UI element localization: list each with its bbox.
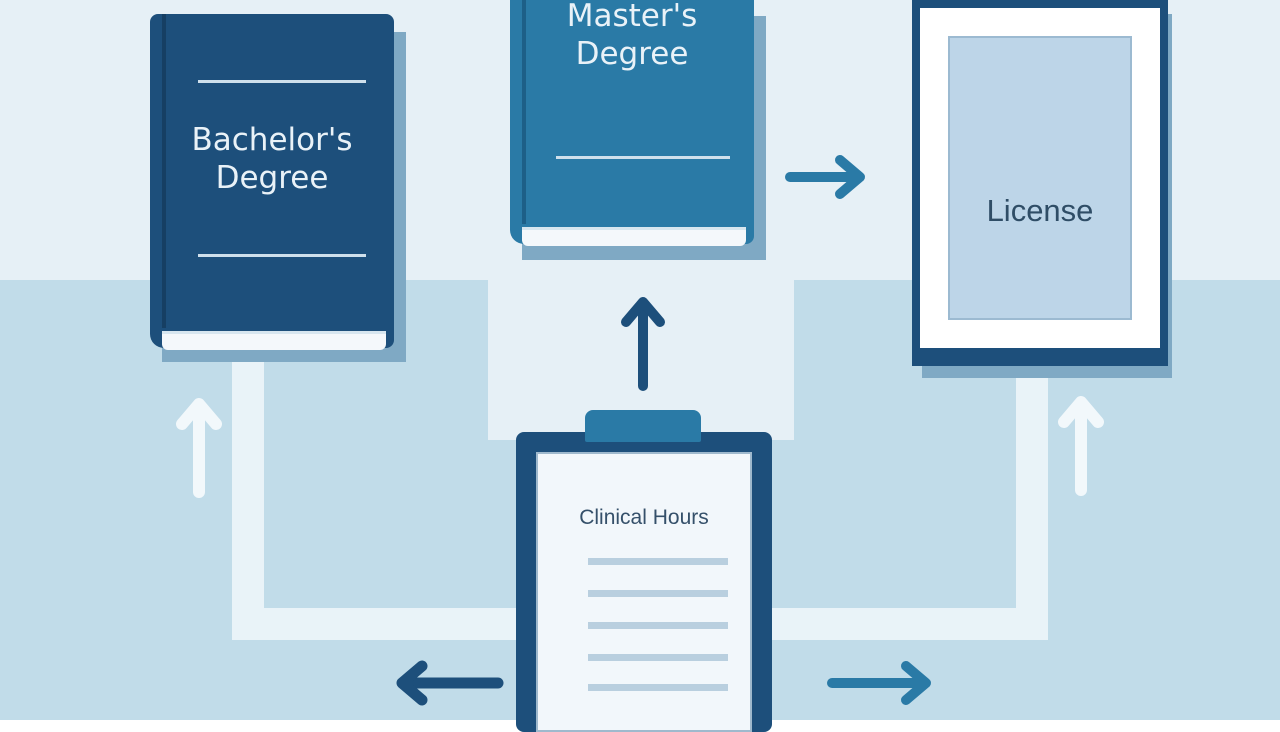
masters-book-spine xyxy=(522,0,526,224)
bachelors-degree-label: Bachelor's Degree xyxy=(150,122,394,198)
clipboard-icon: Clinical Hours xyxy=(516,432,772,732)
clipboard-text-line xyxy=(588,622,728,629)
clipboard-clip xyxy=(585,410,701,442)
clipboard-text-line xyxy=(588,590,728,597)
arrow-icon-left-bottom xyxy=(396,660,504,706)
connector-bottom-left xyxy=(232,608,532,640)
arrow-icon-right-bottom xyxy=(827,661,931,705)
masters-label-line1: Master's xyxy=(566,0,698,34)
masters-bottom-rule xyxy=(556,156,730,159)
connector-right-vertical xyxy=(1016,366,1048,640)
arrow-icon-right-top xyxy=(785,155,865,199)
clinical-hours-label: Clinical Hours xyxy=(579,506,709,529)
arrow-icon-up-center xyxy=(621,297,665,391)
masters-book-icon: Master's Degree xyxy=(510,0,754,246)
connector-left-vertical xyxy=(232,360,264,640)
connector-bottom-right xyxy=(772,608,1048,640)
bachelors-book-pages xyxy=(162,331,386,350)
clipboard-text-line xyxy=(588,654,728,661)
bachelors-top-rule xyxy=(198,80,366,83)
arrow-icon-up-right xyxy=(1058,396,1104,496)
masters-book-pages xyxy=(522,227,746,246)
bachelors-label-line2: Degree xyxy=(215,159,329,196)
clipboard-text-line xyxy=(588,684,728,691)
clipboard-text-line xyxy=(588,558,728,565)
license-inner-mat: License xyxy=(920,8,1160,348)
clipboard-paper: Clinical Hours xyxy=(536,452,752,732)
bachelors-book-icon: Bachelor's Degree xyxy=(150,14,394,350)
bachelors-book-spine xyxy=(162,14,166,328)
bachelors-label-line1: Bachelor's xyxy=(191,122,353,158)
bachelors-bottom-rule xyxy=(198,254,366,257)
masters-degree-label: Master's Degree xyxy=(510,0,754,74)
masters-label-line2: Degree xyxy=(575,35,689,72)
certificate-frame-icon: License xyxy=(912,0,1168,366)
arrow-icon-up-left xyxy=(176,398,222,498)
license-label: License xyxy=(986,193,1094,228)
license-panel: License xyxy=(948,36,1132,320)
